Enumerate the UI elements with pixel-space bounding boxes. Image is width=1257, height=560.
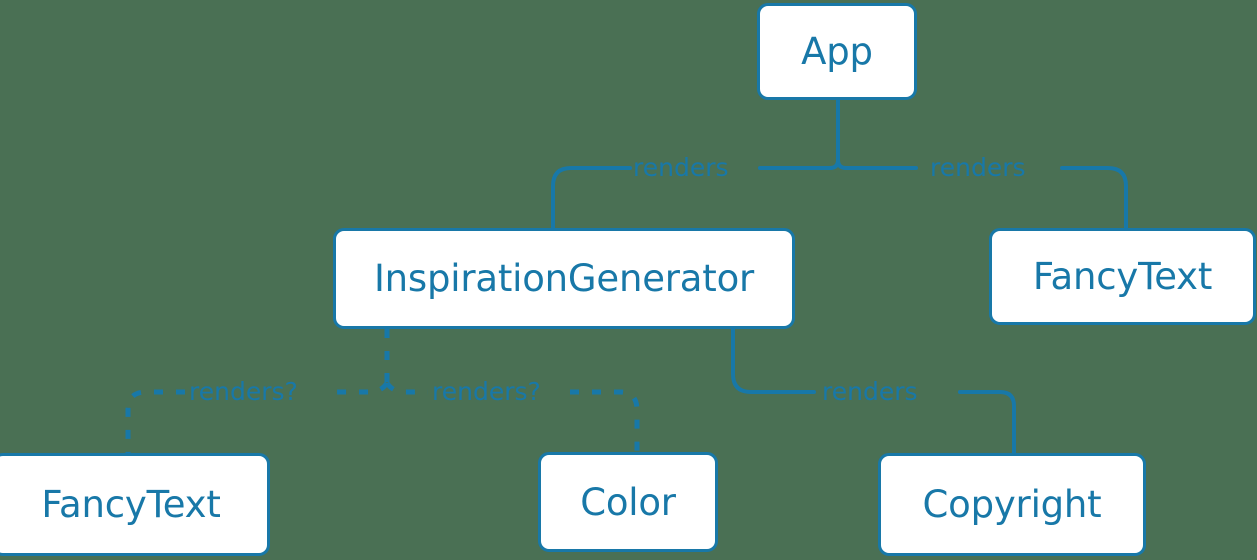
edge-app-stem (828, 98, 840, 170)
edge-inspirationgenerator-to-fancytext-dashed-a (330, 381, 390, 395)
edge-label-inspirationgenerator-to-color: renders? (432, 377, 541, 406)
node-fancytext-bottom-left[interactable]: FancyText (0, 453, 270, 556)
edge-inspirationgenerator-to-color-dashed-a (384, 381, 428, 395)
edge-app-to-inspirationgenerator-b (551, 166, 632, 230)
edge-label-inspirationgenerator-to-fancytext: renders? (189, 377, 298, 406)
node-fancytext-bottom-left-label: FancyText (41, 483, 221, 526)
edge-app-to-fancytext-b (1060, 166, 1128, 230)
node-inspirationgenerator-label: InspirationGenerator (373, 257, 755, 300)
edge-inspirationgenerator-to-copyright-b (958, 390, 1016, 455)
node-fancytext-right[interactable]: FancyText (989, 228, 1256, 325)
node-app-label: App (801, 30, 873, 73)
edge-inspirationgenerator-to-fancytext-dashed-b (125, 389, 185, 455)
edge-inspirationgenerator-to-copyright-a (731, 327, 816, 394)
node-fancytext-right-label: FancyText (1032, 255, 1213, 298)
node-inspirationgenerator[interactable]: InspirationGenerator (333, 228, 795, 329)
edge-label-inspirationgenerator-to-copyright: renders (822, 377, 918, 406)
node-copyright-label: Copyright (922, 483, 1102, 526)
node-copyright[interactable]: Copyright (878, 453, 1146, 556)
edge-label-app-to-inspirationgenerator: renders (633, 153, 729, 182)
node-color-label: Color (580, 480, 676, 524)
edge-label-app-to-fancytext: renders (930, 153, 1026, 182)
node-color[interactable]: Color (538, 452, 718, 552)
node-app[interactable]: App (757, 3, 917, 100)
edge-inspirationgenerator-to-color-dashed-b (570, 389, 640, 454)
